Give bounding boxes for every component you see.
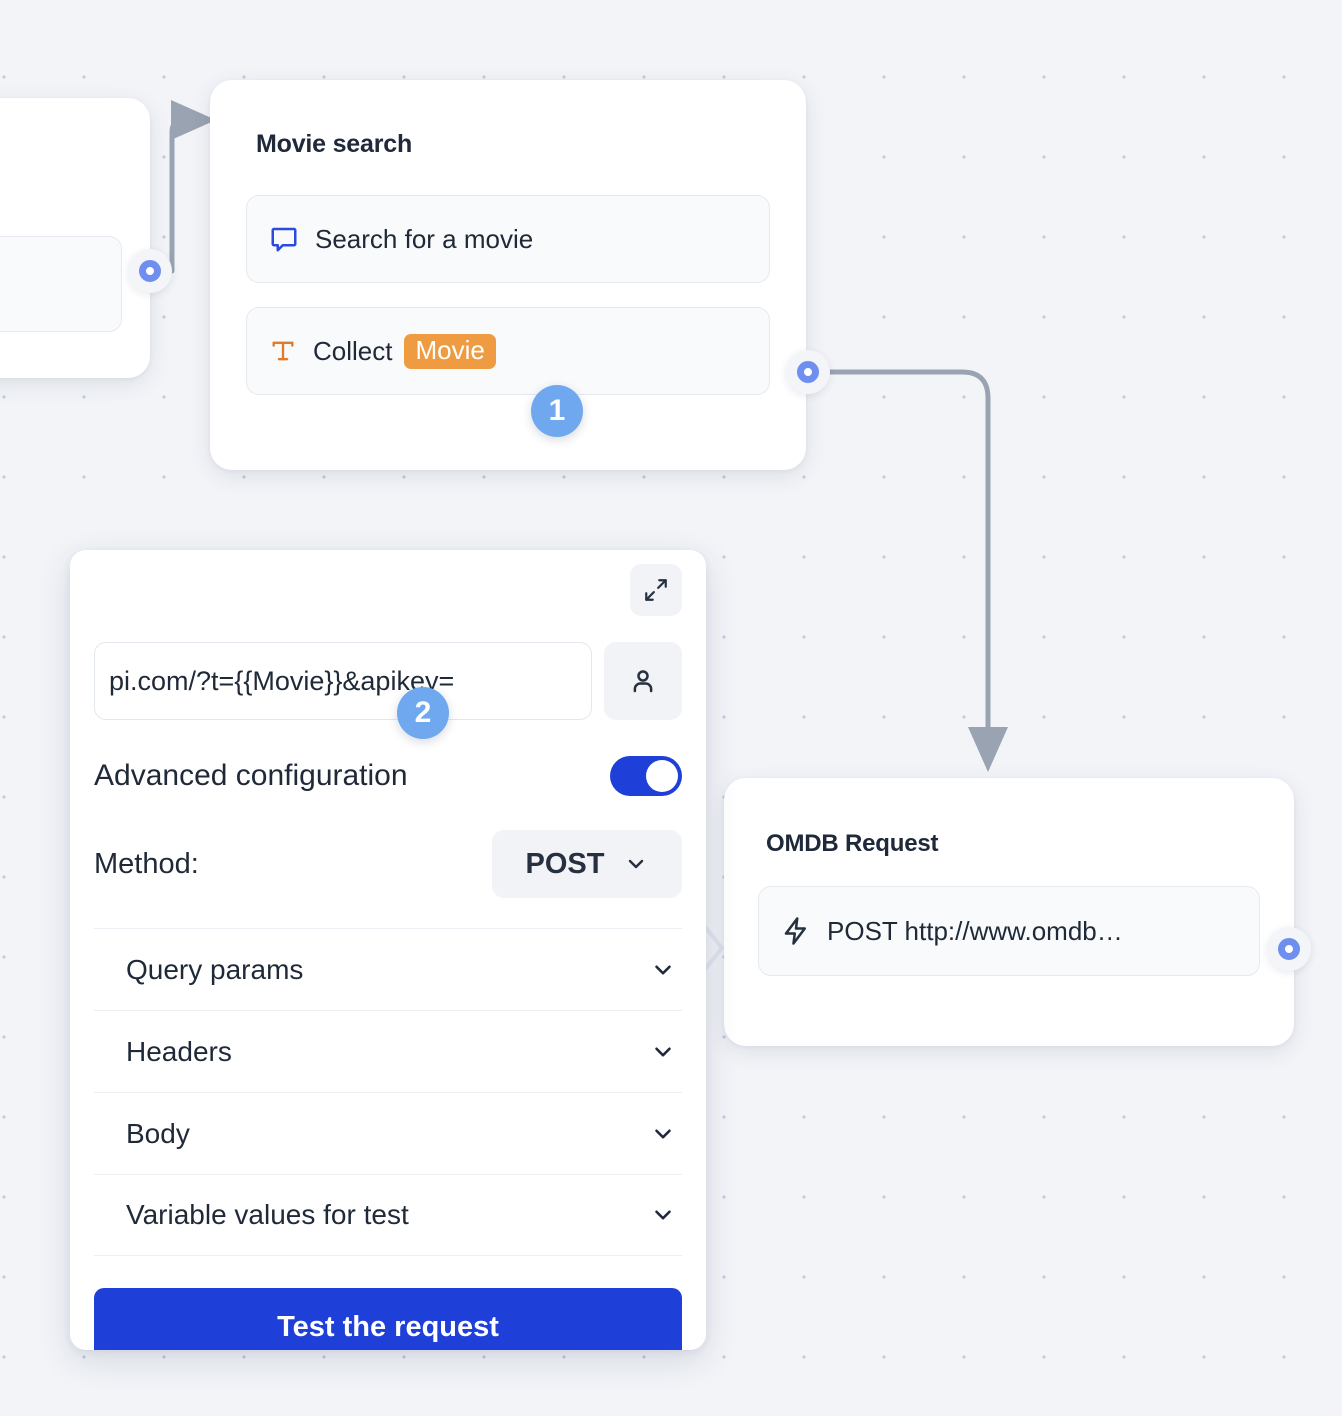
test-the-request-button[interactable]: Test the request xyxy=(94,1288,682,1350)
chevron-down-icon xyxy=(650,957,676,983)
advanced-configuration-toggle[interactable] xyxy=(610,756,682,796)
node-row-label: Search for a movie xyxy=(315,223,534,254)
node-row-search-for-a-movie[interactable]: Search for a movie xyxy=(246,195,770,283)
step-badge-2: 2 xyxy=(397,687,449,739)
accordion-headers[interactable]: Headers xyxy=(94,1010,682,1092)
accordion-label: Body xyxy=(126,1117,190,1149)
node-row-label: Collect xyxy=(313,335,393,366)
node-omdb-request[interactable]: OMDB Request POST http://www.omdb… xyxy=(724,778,1294,1046)
node-row-collect-movie[interactable]: Collect Movie xyxy=(246,307,770,395)
port-movie-search-output[interactable] xyxy=(786,350,830,394)
person-icon[interactable] xyxy=(604,642,682,720)
text-t-icon xyxy=(269,337,297,365)
request-url-input[interactable] xyxy=(94,642,592,720)
node-movie-search[interactable]: Movie search Search for a movie Collect … xyxy=(210,80,806,470)
lightning-bolt-icon xyxy=(781,916,811,946)
method-select-value: POST xyxy=(525,847,605,880)
node-row-label: POST http://www.omdb… xyxy=(827,915,1123,946)
message-bubble-icon xyxy=(269,224,299,254)
step-badge-1: 1 xyxy=(531,385,583,437)
expand-diagonal-icon[interactable] xyxy=(630,564,682,616)
request-config-panel[interactable]: Advanced configuration Method: POST Quer… xyxy=(70,550,706,1350)
accordion-variable-values-for-test[interactable]: Variable values for test xyxy=(94,1174,682,1256)
accordion-label: Variable values for test xyxy=(126,1199,409,1230)
port-left-node-output[interactable] xyxy=(128,249,172,293)
chevron-down-icon xyxy=(650,1039,676,1065)
accordion-label: Headers xyxy=(126,1035,232,1067)
chevron-down-icon xyxy=(650,1121,676,1147)
method-select[interactable]: POST xyxy=(492,830,682,898)
node-movie-search-title: Movie search xyxy=(256,130,413,158)
accordion-query-params[interactable]: Query params xyxy=(94,928,682,1010)
node-row-post-request[interactable]: POST http://www.omdb… xyxy=(758,886,1260,976)
node-partial-left[interactable] xyxy=(0,98,150,378)
chevron-down-icon xyxy=(624,852,648,876)
node-partial-row[interactable] xyxy=(0,236,122,332)
toggle-knob xyxy=(646,760,678,792)
port-omdb-output[interactable] xyxy=(1267,927,1311,971)
accordion-list: Query params Headers Body Variable value… xyxy=(94,928,682,1256)
advanced-configuration-label: Advanced configuration xyxy=(94,759,408,792)
accordion-label: Query params xyxy=(126,953,304,985)
node-omdb-request-title: OMDB Request xyxy=(766,830,939,857)
chevron-down-icon xyxy=(650,1202,676,1228)
variable-chip-movie[interactable]: Movie xyxy=(404,333,496,369)
method-label: Method: xyxy=(94,847,199,880)
accordion-body[interactable]: Body xyxy=(94,1092,682,1174)
